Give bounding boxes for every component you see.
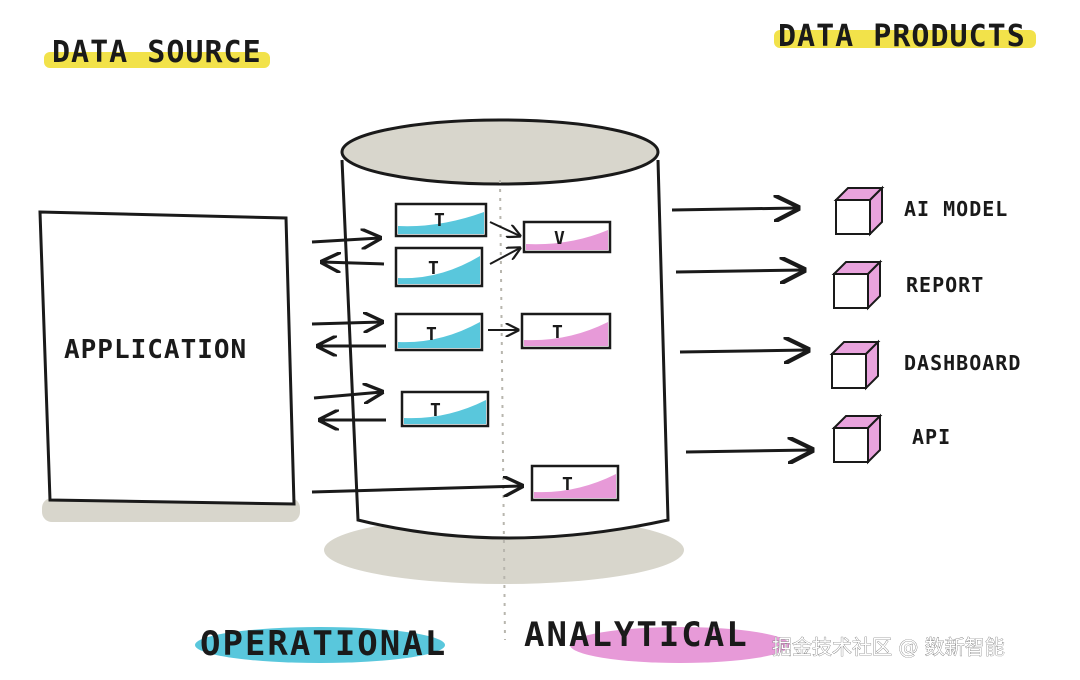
cube-icon bbox=[831, 259, 883, 311]
product-label: API bbox=[912, 425, 951, 449]
table-label: T bbox=[552, 322, 563, 343]
database-cylinder bbox=[324, 118, 684, 641]
arrow-transform bbox=[489, 221, 520, 236]
analytical-footer: ANALYTICAL bbox=[524, 615, 790, 663]
arrow-left bbox=[322, 262, 385, 264]
table-box-an-1: V bbox=[522, 220, 612, 254]
operational-label: OPERATIONAL bbox=[200, 624, 447, 664]
application-label: APPLICATION bbox=[64, 335, 247, 365]
arrow-output bbox=[685, 450, 812, 452]
data-source-title: DATA SOURCE bbox=[52, 35, 262, 70]
cube-icon bbox=[833, 185, 885, 237]
product-api: API bbox=[831, 413, 951, 465]
table-box-op-1: T bbox=[394, 202, 488, 238]
arrow-right bbox=[313, 392, 382, 398]
ingest-arrows bbox=[311, 238, 522, 492]
table-fill bbox=[398, 322, 480, 348]
arrow-transform bbox=[489, 248, 520, 265]
table-box-an-2: T bbox=[520, 312, 612, 350]
arrow-output bbox=[675, 270, 804, 272]
data-source-heading: DATA SOURCE bbox=[44, 35, 270, 70]
product-label: AI MODEL bbox=[904, 197, 1008, 221]
table-label: T bbox=[434, 210, 445, 231]
table-box-op-3: T bbox=[394, 312, 484, 352]
product-dashboard: DASHBOARD bbox=[829, 339, 1021, 391]
table-label: T bbox=[426, 324, 437, 345]
transform-arrows bbox=[488, 221, 520, 330]
table-fill bbox=[398, 256, 480, 284]
application-outline bbox=[38, 210, 296, 506]
arrow-output bbox=[679, 350, 808, 352]
table-fill bbox=[524, 322, 608, 346]
arrow-right bbox=[311, 322, 382, 324]
product-ai-model: AI MODEL bbox=[833, 185, 1008, 237]
arrow-output bbox=[671, 208, 798, 210]
heading-highlight bbox=[774, 30, 1036, 48]
heading-highlight bbox=[44, 52, 270, 68]
analytical-label: ANALYTICAL bbox=[524, 615, 749, 655]
output-arrows bbox=[671, 208, 812, 452]
data-products-heading: DATA PRODUCTS bbox=[774, 19, 1036, 54]
table-label: T bbox=[428, 258, 439, 279]
footer-highlight bbox=[570, 627, 790, 663]
application-box: APPLICATION bbox=[38, 210, 300, 522]
table-fill bbox=[398, 212, 484, 234]
table-label: V bbox=[554, 228, 565, 249]
watermark: 掘金技术社区 @ 数新智能 bbox=[772, 635, 1005, 659]
arrow-right bbox=[311, 486, 522, 492]
product-report: REPORT bbox=[831, 259, 984, 311]
table-box-op-4: T bbox=[400, 390, 490, 428]
table-fill bbox=[526, 230, 608, 250]
table-fill bbox=[404, 400, 486, 424]
table-fill bbox=[534, 474, 616, 498]
table-box-an-3: T bbox=[530, 464, 620, 502]
cylinder-top bbox=[340, 118, 660, 186]
table-label: T bbox=[430, 400, 441, 421]
product-label: DASHBOARD bbox=[904, 351, 1021, 375]
data-products-title: DATA PRODUCTS bbox=[778, 19, 1026, 54]
product-label: REPORT bbox=[906, 273, 984, 297]
cube-icon bbox=[831, 413, 883, 465]
cube-icon bbox=[829, 339, 881, 391]
arrow-right bbox=[311, 238, 380, 242]
table-box-op-2: T bbox=[394, 246, 484, 288]
operational-footer: OPERATIONAL bbox=[195, 624, 447, 664]
footer-highlight bbox=[195, 627, 445, 663]
table-label: T bbox=[562, 474, 573, 495]
